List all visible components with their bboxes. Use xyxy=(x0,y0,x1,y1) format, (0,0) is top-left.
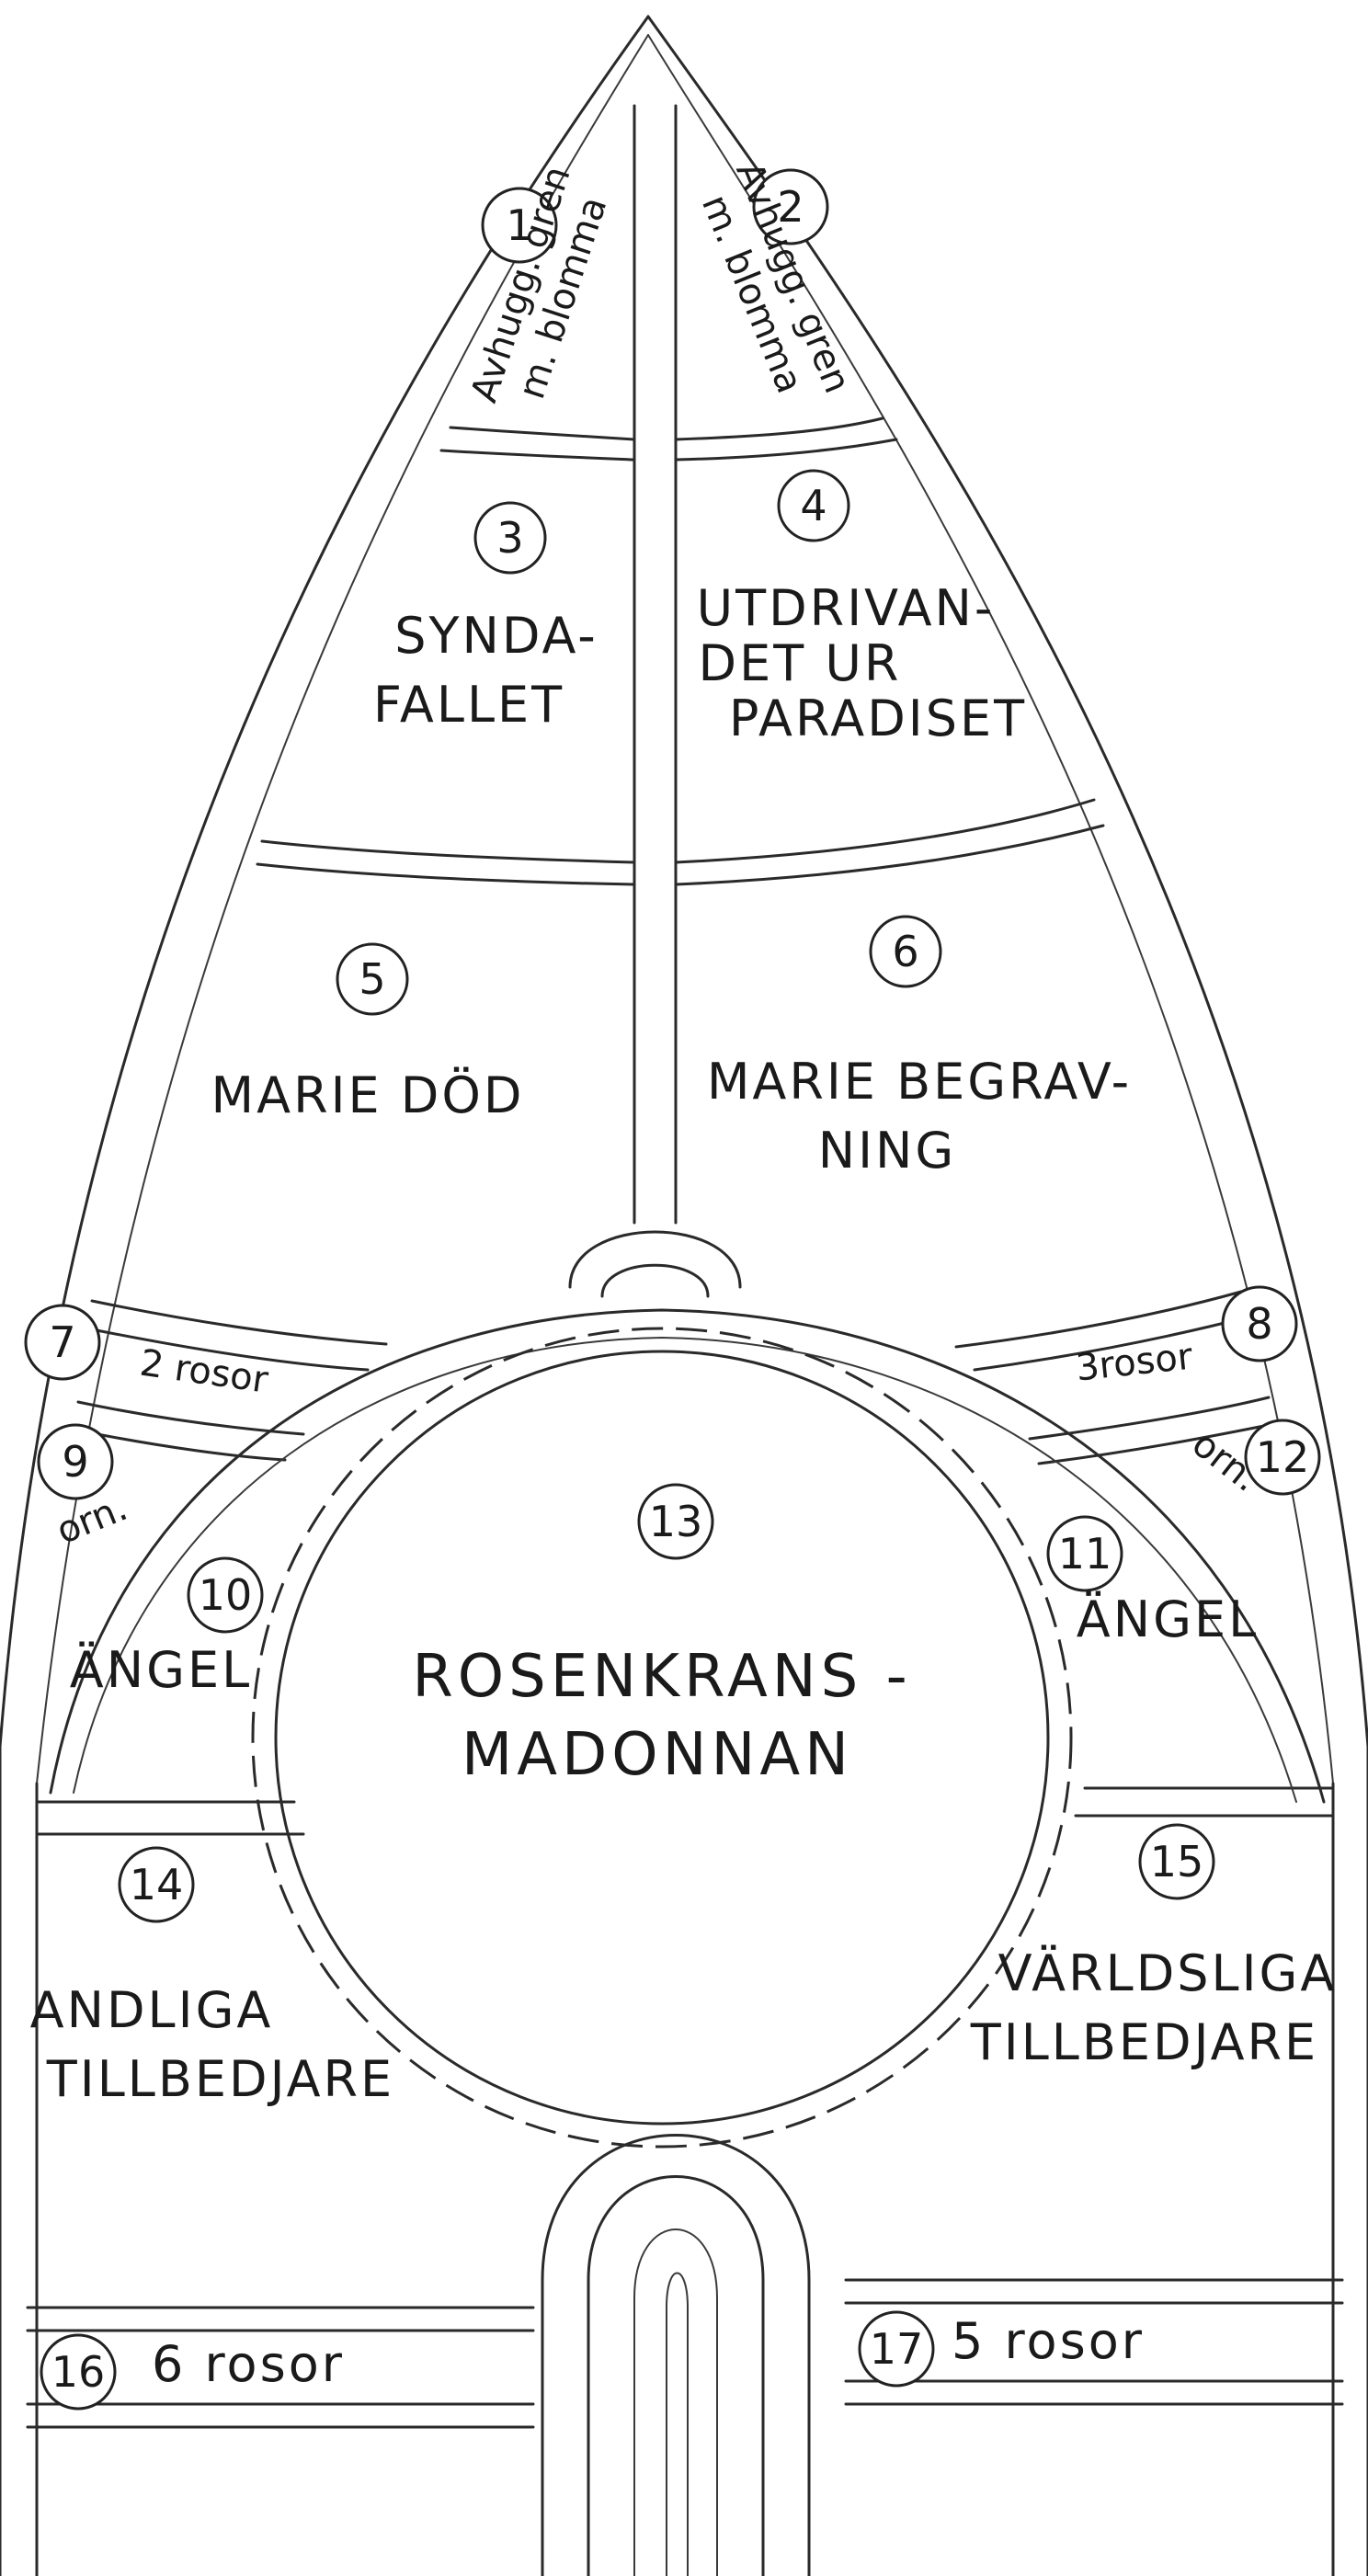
panel-6-line1: MARIE BEGRAV- xyxy=(707,1053,1132,1111)
panel-4-line3: PARADISET xyxy=(729,690,1027,747)
panel-17-number: 17 xyxy=(870,2324,924,2374)
panel-13: 13 ROSENKRANS - MADONNAN xyxy=(412,1483,911,1789)
panel-4: 4 UTDRIVAN- DET UR PARADISET xyxy=(697,469,1027,747)
panel-11: 11 ÄNGEL xyxy=(1046,1515,1259,1648)
panel-5-line1: MARIE DÖD xyxy=(211,1066,525,1124)
panel-7-line1: 2 rosor xyxy=(137,1342,271,1402)
panel-15-number: 15 xyxy=(1150,1837,1204,1886)
panel-15-line1: VÄRLDSLIGA xyxy=(998,1944,1338,2002)
panel-3-line2: FALLET xyxy=(373,676,564,734)
panel-4-number: 4 xyxy=(800,481,826,530)
panel-8: 8 3rosor xyxy=(1074,1285,1298,1390)
panel-6-number: 6 xyxy=(892,927,918,976)
panel-3-line1: SYNDA- xyxy=(394,607,598,665)
panel-12-number: 12 xyxy=(1256,1432,1310,1482)
madonna-arc xyxy=(49,1308,1326,1804)
panel-3: 3 SYNDA- FALLET xyxy=(373,501,598,734)
panel-6-line2: NING xyxy=(818,1122,957,1180)
central-mullion xyxy=(568,104,742,1298)
panel-13-number: 13 xyxy=(649,1497,703,1546)
panel-16-line1: 6 rosor xyxy=(152,2335,345,2393)
panel-6: 6 MARIE BEGRAV- NING xyxy=(707,915,1132,1180)
panel-17-line1: 5 rosor xyxy=(952,2312,1145,2370)
panel-10-line1: ÄNGEL xyxy=(70,1641,252,1699)
madonna-medallion xyxy=(251,1327,1073,2149)
panel-10-number: 10 xyxy=(199,1570,253,1620)
panel-10: 10 ÄNGEL xyxy=(70,1556,264,1699)
panel-13-line1: ROSENKRANS - xyxy=(412,1643,911,1711)
panel-1: 1 Avhugg. gren m. blomma xyxy=(463,161,616,407)
panel-2: 2 Avhugg. gren m. blomma xyxy=(693,156,859,399)
panel-9-number: 9 xyxy=(62,1437,88,1487)
lower-opening xyxy=(541,2134,811,2576)
panel-15: 15 VÄRLDSLIGA TILLBEDJARE xyxy=(970,1823,1338,2071)
panel-3-number: 3 xyxy=(496,513,523,563)
panel-14-number: 14 xyxy=(130,1860,184,1909)
panel-5-number: 5 xyxy=(359,954,385,1004)
panel-13-line2: MADONNAN xyxy=(462,1721,853,1789)
panel-14: 14 ANDLIGA TILLBEDJARE xyxy=(30,1846,394,2108)
panel-8-line1: 3rosor xyxy=(1074,1335,1195,1389)
panel-2-number: 2 xyxy=(777,182,804,232)
outer-arch xyxy=(0,15,1368,2576)
panel-4-line1: UTDRIVAN- xyxy=(697,579,996,637)
panel-17: 17 5 rosor xyxy=(858,2310,1145,2388)
panel-11-number: 11 xyxy=(1058,1529,1112,1579)
panel-8-number: 8 xyxy=(1246,1299,1272,1349)
panel-1-number: 1 xyxy=(506,200,532,250)
panel-4-line2: DET UR xyxy=(699,634,902,692)
panel-16: 16 6 rosor xyxy=(40,2333,345,2411)
panel-14-line2: TILLBEDJARE xyxy=(46,2050,394,2108)
panel-11-line1: ÄNGEL xyxy=(1077,1590,1259,1648)
panel-16-number: 16 xyxy=(51,2347,106,2397)
panel-14-line1: ANDLIGA xyxy=(30,1981,274,2039)
panel-7-number: 7 xyxy=(49,1317,75,1367)
panel-15-line2: TILLBEDJARE xyxy=(970,2013,1318,2071)
divider-bands xyxy=(26,416,1344,2429)
panel-5: 5 MARIE DÖD xyxy=(211,942,525,1124)
panel-9: 9 orn. xyxy=(37,1423,133,1553)
panel-12: 12 orn. xyxy=(1184,1419,1321,1500)
